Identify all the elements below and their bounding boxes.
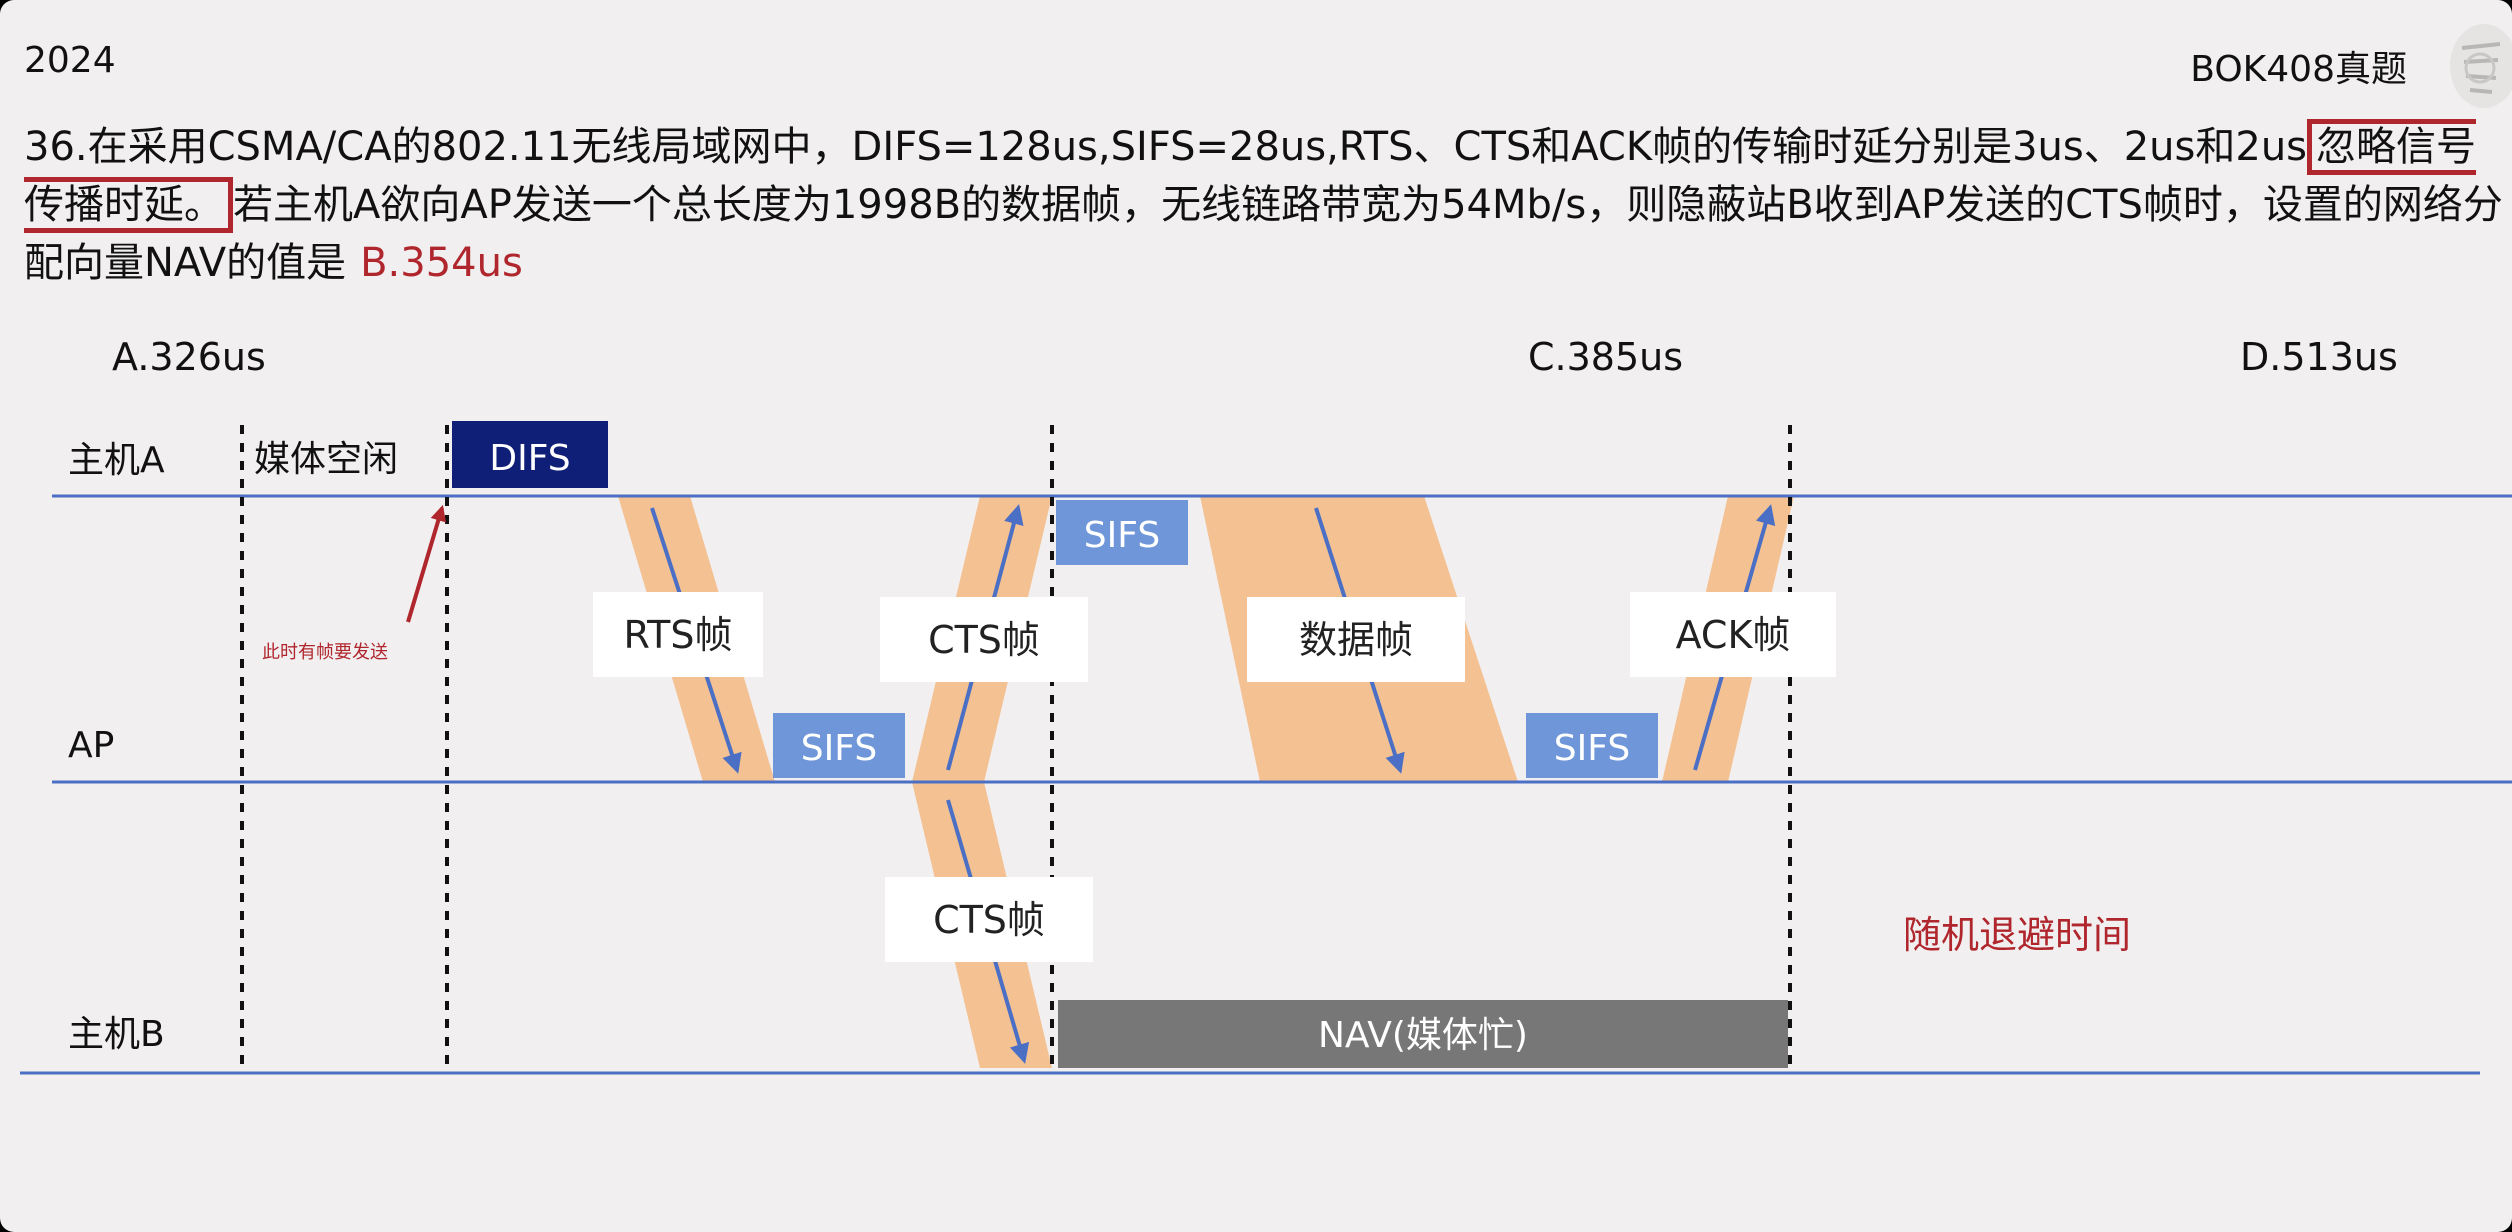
nav-label: NAV(媒体忙) [1318,1015,1528,1056]
data-label-box [1247,597,1465,682]
ack-label-box [1630,592,1836,677]
option-c: C.385us [1528,335,1684,379]
rts-label: RTS帧 [624,613,733,657]
question-part2: 若主机A欲向AP发送一个总长度为1998B的数据帧，无线链路带宽为54Mb/s，… [24,182,2503,286]
question-text: 36.在采用CSMA/CA的802.11无线局域网中，DIFS=128us,SI… [24,118,2504,292]
station-a-label: 主机A [68,440,165,481]
cts-label-box-b [885,877,1093,962]
backoff-label: 随机退避时间 [1903,913,2131,957]
cts-label-b: CTS帧 [933,898,1045,942]
frame-ready-arrow [406,504,447,623]
cts-label-ap: CTS帧 [928,618,1040,662]
difs-label: DIFS [489,438,570,479]
sifs-label-ap-1: SIFS [801,728,877,769]
nav-bar [1058,1000,1788,1068]
ack-label: ACK帧 [1676,613,1791,657]
boxed-hint: 忽略信号传播时延。 [24,119,2477,233]
sifs-box-a [1056,500,1188,565]
sifs-label-ap-2: SIFS [1554,728,1630,769]
data-label: 数据帧 [1299,618,1413,662]
rts-label-box [593,592,763,677]
corner-stamp-icon [2450,24,2512,108]
year-label: 2024 [24,40,116,81]
frame-ready-note: 此时有帧要发送 [262,642,388,663]
option-a: A.326us [112,335,266,379]
cts-label-box-ap [880,597,1088,682]
idle-label: 媒体空闲 [254,439,398,480]
sifs-box-ap-1 [773,713,905,778]
difs-box [452,421,608,488]
ap-label: AP [68,725,114,766]
sifs-box-ap-2 [1526,713,1658,778]
answer-text: B.354us [360,240,523,286]
source-tag: BOK408真题 [2190,49,2407,90]
option-d: D.513us [2240,335,2398,379]
question-part1: 36.在采用CSMA/CA的802.11无线局域网中，DIFS=128us,SI… [24,124,2308,170]
sifs-label-a: SIFS [1084,515,1160,556]
station-b-label: 主机B [68,1014,165,1055]
